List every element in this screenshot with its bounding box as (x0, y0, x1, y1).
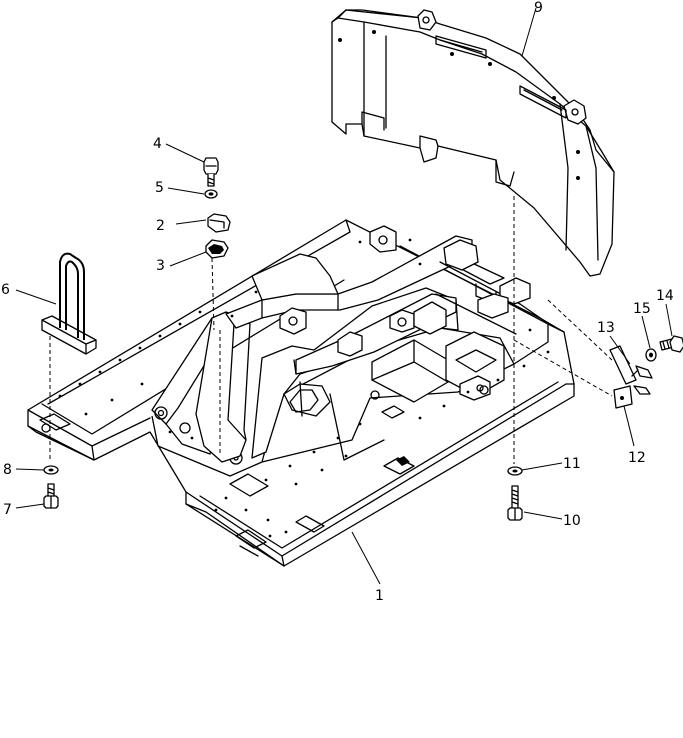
plate-part-12 (613, 385, 633, 409)
callout-8: 8 (3, 462, 12, 478)
bolt-part-10 (507, 485, 523, 521)
clip-part-13 (609, 345, 653, 395)
leader-lines (15, 7, 673, 585)
assembly-line-plate (513, 339, 613, 397)
cover-part-3 (205, 239, 229, 259)
washer-part-5 (204, 189, 218, 199)
callout-14: 14 (656, 288, 674, 304)
callout-1: 1 (375, 588, 384, 604)
cover-part-2 (207, 213, 231, 233)
bolt-part-4 (203, 157, 219, 187)
callout-7: 7 (3, 502, 12, 518)
callout-6: 6 (1, 282, 10, 298)
assembly-line-cover (211, 257, 215, 331)
assembly-line-clip (547, 299, 613, 361)
callout-11: 11 (563, 456, 581, 472)
callout-3: 3 (156, 258, 165, 274)
bolt-part-7 (43, 483, 59, 509)
callout-12: 12 (628, 450, 646, 466)
callout-labels: 1 2 3 4 5 6 7 8 9 10 11 12 13 14 15 (1, 0, 674, 604)
counterweight-part-9 (331, 9, 615, 277)
bolt-part-14 (659, 335, 683, 353)
callout-4: 4 (153, 136, 162, 152)
washer-part-11 (507, 466, 523, 476)
callout-15: 15 (633, 301, 651, 317)
handrail-part-6 (41, 252, 97, 462)
callout-10: 10 (563, 513, 581, 529)
washer-part-8 (43, 465, 59, 475)
revolving-frame-part-1 (27, 219, 575, 567)
washer-part-15 (645, 348, 657, 362)
callout-9: 9 (534, 0, 543, 16)
callout-5: 5 (155, 180, 164, 196)
callout-2: 2 (156, 218, 165, 234)
callout-13: 13 (597, 320, 615, 336)
